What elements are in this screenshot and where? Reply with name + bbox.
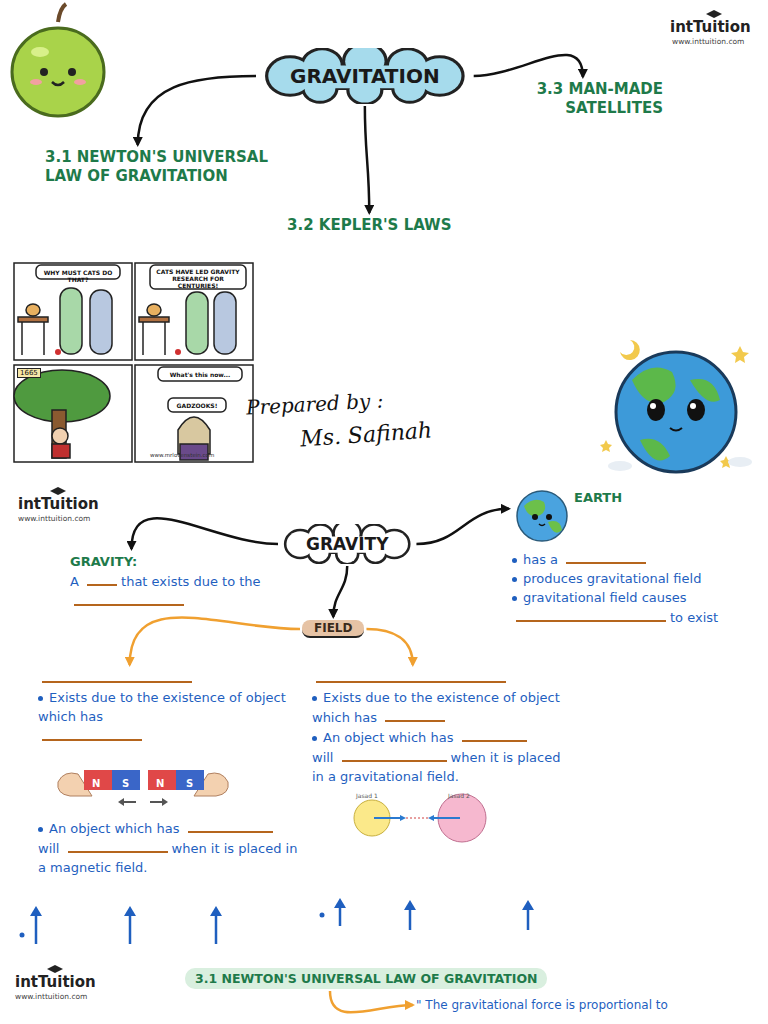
node-text: gravitational field causes	[523, 590, 687, 605]
comic-credit: www.mrlovenstein.com	[150, 452, 214, 458]
answer-blank	[68, 838, 168, 853]
answer-blank	[342, 747, 447, 762]
bullet-dot	[38, 827, 43, 832]
subtopic-text: 3.2 KEPLER'S LAWS	[287, 216, 451, 235]
answer-blank	[566, 549, 646, 564]
node-text: FIELD	[314, 621, 352, 635]
node-text: Exists due to the existence of object wh…	[312, 690, 560, 725]
connector-arrow	[416, 509, 509, 544]
node-text: An object which has	[49, 821, 179, 836]
body-label: Jasad 1	[356, 786, 378, 805]
year-caption: 1665	[17, 368, 41, 378]
node-text: GRAVITATION	[290, 64, 440, 88]
logo-cap	[47, 965, 63, 973]
speech-text: WHY MUST CATS DO THAT?	[37, 269, 119, 283]
up-arrows	[20, 898, 535, 944]
connector-arrow	[474, 55, 583, 77]
pole-letter: N	[156, 774, 164, 793]
subtopic-text: 3.1 NEWTON'S UNIVERSAL LAW OF GRAVITATIO…	[45, 148, 310, 186]
field-column: Exists due to the existence of object wh…	[38, 668, 300, 877]
answer-blank	[385, 707, 445, 722]
logo-url: www.inttuition.com	[15, 992, 87, 1001]
speech-text: CATS HAVE LED GRAVITY RESEARCH FOR CENTU…	[151, 268, 245, 289]
logo: intTuition	[18, 495, 99, 513]
bullet-dot	[512, 596, 517, 601]
logo: intTuition	[15, 973, 96, 991]
pole-letter: S	[186, 774, 193, 793]
magnet-illustration	[38, 746, 293, 816]
answer-blank	[316, 668, 506, 683]
bullet-dot	[38, 696, 43, 701]
pole-letter: S	[122, 774, 129, 793]
node-text: An object which has	[323, 730, 453, 745]
bullet-dot	[312, 736, 317, 741]
node-text: produces gravitational field	[523, 571, 701, 586]
node-text: 3.1 NEWTON'S UNIVERSAL LAW OF GRAVITATIO…	[195, 971, 537, 986]
node-text: A	[70, 574, 79, 589]
connector-arrow	[333, 566, 347, 617]
logo-url: www.inttuition.com	[672, 37, 744, 46]
topic-cloud: GRAVITY	[280, 524, 414, 564]
comic-strip	[14, 263, 253, 462]
speech-text: GADZOOKS!	[169, 402, 225, 409]
field-tag: FIELD	[302, 620, 364, 638]
earth-icon	[512, 488, 574, 544]
subtopic-text: 3.3 MAN-MADE SATELLITES	[485, 80, 663, 118]
apple-icon	[12, 4, 104, 116]
two-bodies-illustration	[312, 786, 562, 846]
node-text: " The gravitational force is proportiona…	[416, 998, 668, 1012]
answer-blank	[188, 818, 273, 833]
connector-arrow	[132, 518, 279, 549]
connector-arrow	[365, 106, 369, 213]
picture-area: Jasad 1 Jasad 2	[312, 786, 564, 846]
connector-arrow	[138, 76, 256, 145]
node-text: when it is placed in a gravitational fie…	[312, 750, 560, 784]
inline-icon	[512, 488, 574, 549]
pole-letter: N	[92, 774, 100, 793]
definition-block: GRAVITY: A that exists due to the	[70, 552, 275, 611]
node-text: will	[312, 750, 333, 765]
bullet-dot	[312, 696, 317, 701]
topic-cloud: GRAVITATION	[258, 48, 472, 104]
answer-blank	[87, 571, 117, 586]
node-text: has a	[523, 552, 558, 567]
node-text: to exist	[670, 610, 718, 625]
answer-blank	[516, 607, 666, 622]
body-label: Jasad 2	[448, 786, 470, 805]
answer-blank	[462, 727, 527, 742]
speech-text: What's this now...	[159, 371, 241, 378]
node-text: will	[38, 841, 59, 856]
node-text: EARTH	[574, 490, 622, 505]
logo-cap	[50, 487, 66, 495]
section-band: 3.1 NEWTON'S UNIVERSAL LAW OF GRAVITATIO…	[185, 968, 547, 989]
node-text: Exists due to the existence of object wh…	[38, 690, 286, 724]
connector-arrow	[330, 991, 413, 1012]
earth-illustration	[600, 340, 752, 472]
node-text: 3.1 NEWTON'S UNIVERSAL LAW OF GRAVITATIO…	[45, 148, 268, 185]
connector-arrow	[130, 618, 300, 665]
logo: intTuition	[670, 18, 751, 36]
answer-blank	[74, 591, 184, 606]
answer-blank	[42, 668, 192, 683]
bullet-dot	[512, 558, 517, 563]
bullet-dot	[512, 577, 517, 582]
node-text: that exists due to the	[121, 574, 261, 589]
node-text: when it is placed in a magnetic field.	[38, 841, 297, 875]
quote-text: " The gravitational force is proportiona…	[416, 998, 668, 1012]
earth-notes: EARTH has a produces gravitational field…	[512, 488, 757, 627]
answer-blank	[42, 726, 142, 741]
node-text: 3.2 KEPLER'S LAWS	[287, 216, 451, 234]
connector-arrow	[366, 629, 412, 665]
logo-cap	[706, 10, 722, 18]
signature-text: Ms. Safinah	[299, 417, 433, 451]
node-text: 3.3 MAN-MADE SATELLITES	[537, 80, 663, 117]
node-text: GRAVITY	[306, 534, 388, 554]
node-text: GRAVITY:	[70, 554, 137, 569]
signature-text: Prepared by :	[245, 388, 383, 419]
field-column: Exists due to the existence of object wh…	[312, 668, 564, 846]
picture-area: NSNS	[38, 746, 300, 818]
logo-url: www.inttuition.com	[18, 514, 90, 523]
